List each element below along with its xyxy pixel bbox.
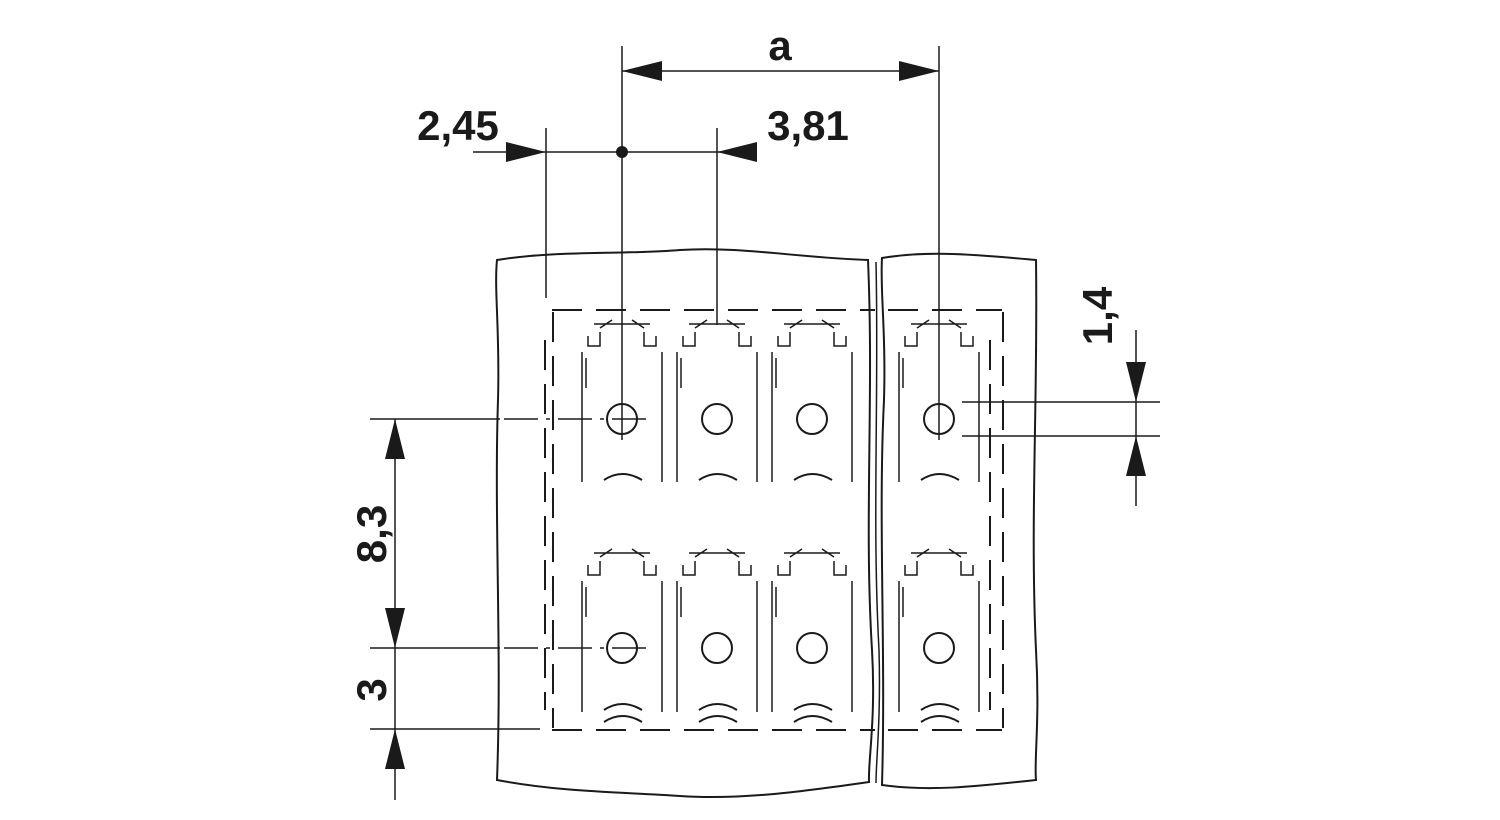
pin-cell: [676, 548, 758, 723]
dimension-83-label: 8,3: [348, 505, 395, 563]
dimension-14: 1,4: [962, 286, 1160, 506]
dashed-outline: [544, 309, 1004, 731]
pin-clip-arc: [920, 715, 960, 723]
left-extension-lines: [370, 418, 652, 730]
pin-hole: [796, 632, 828, 664]
pin-cell-outline: [581, 548, 663, 712]
dimension-3: 3: [348, 648, 405, 800]
pin-cell-outline: [676, 548, 758, 712]
housing-joint-line: [875, 261, 881, 784]
dimension-3-label: 3: [348, 678, 395, 701]
pin-clip-arc: [793, 473, 833, 481]
pin-clip-arc: [698, 703, 738, 711]
pin-cell: [581, 548, 663, 723]
pin-clip-arc: [603, 473, 643, 481]
pin-clip-arc: [603, 715, 643, 723]
pin-clip-arc: [698, 473, 738, 481]
pin-clip-arc: [920, 473, 960, 481]
pin-cell-outline: [771, 548, 853, 712]
pin-hole: [796, 403, 828, 435]
pin-cell: [771, 548, 853, 723]
pin-hole: [701, 632, 733, 664]
dimension-245-label: 2,45: [417, 102, 499, 149]
pin-cell-outline: [676, 319, 758, 482]
dimension-245-381: 2,45 3,81: [417, 102, 849, 162]
pin-clip-arc: [793, 715, 833, 723]
dimension-14-label: 1,4: [1074, 286, 1121, 345]
pin-clip-arc: [920, 703, 960, 711]
pin-cell-outline: [771, 319, 853, 482]
pin-hole: [923, 632, 955, 664]
dimension-381-label: 3,81: [767, 102, 849, 149]
pin-clip-arc: [698, 715, 738, 723]
pin-cell-outline: [898, 548, 980, 712]
pin-clip-arc: [793, 703, 833, 711]
dimension-83: 8,3: [348, 419, 405, 648]
pin-cell: [676, 319, 758, 482]
dimension-a: a: [622, 22, 939, 81]
pin-cell: [898, 548, 980, 723]
pin-hole: [701, 403, 733, 435]
pin-cell: [771, 319, 853, 482]
housing-right-outline: [880, 252, 1039, 790]
pin-cells: [581, 319, 980, 723]
dimension-a-label: a: [768, 22, 792, 69]
housing-left-outline: [495, 248, 875, 799]
pin-clip-arc: [603, 703, 643, 711]
